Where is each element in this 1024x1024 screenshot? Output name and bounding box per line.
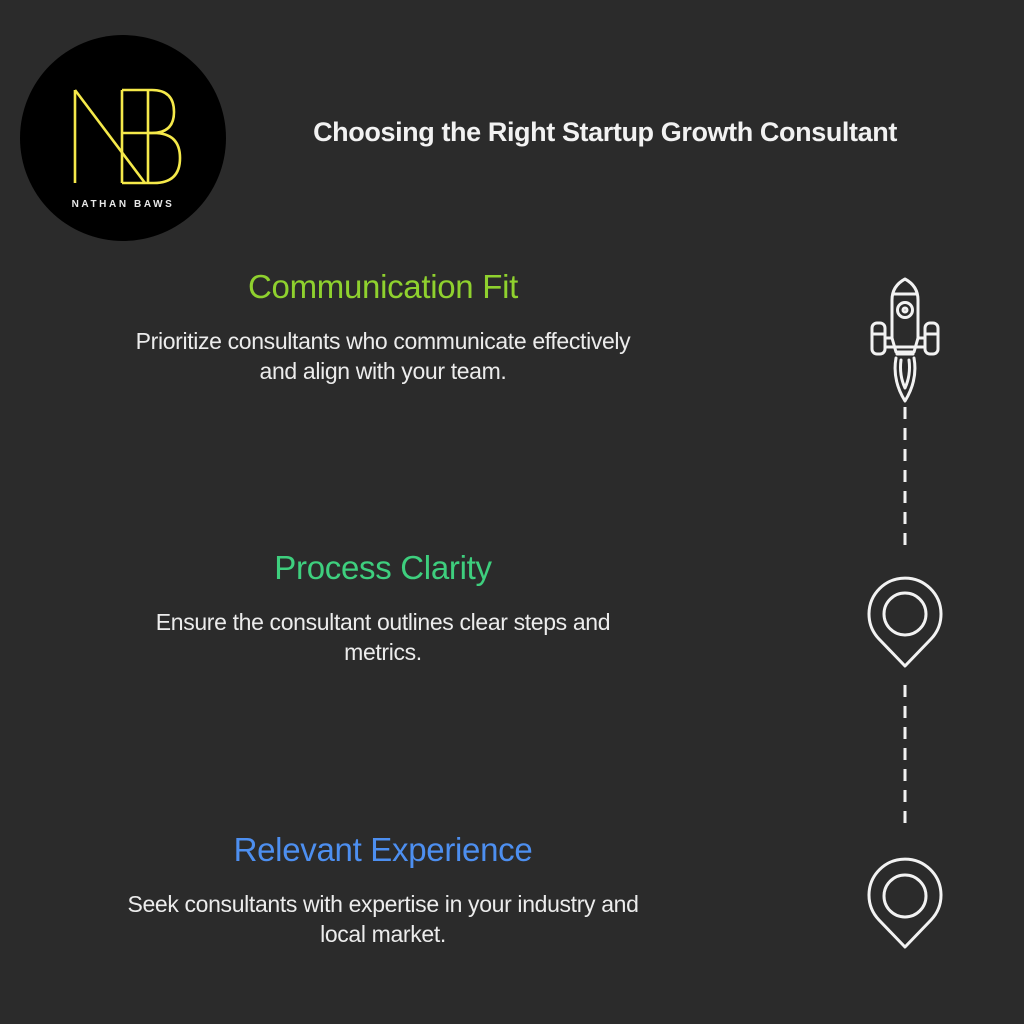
description-line: and align with your team.	[259, 358, 507, 384]
section-heading: Relevant Experience	[233, 831, 533, 868]
section-heading: Communication Fit	[248, 268, 518, 305]
section-heading: Process Clarity	[274, 549, 492, 586]
section-description: Ensure the consultant outlines clear ste…	[40, 607, 726, 667]
section-communication-fit: Communication Fit Prioritize consultants…	[40, 267, 726, 386]
brand-name: NATHAN BAWS	[71, 199, 175, 210]
section-description: Prioritize consultants who communicate e…	[40, 326, 726, 386]
page-title: Choosing the Right Startup Growth Consul…	[313, 117, 897, 147]
description-line: local market.	[320, 921, 446, 947]
rocket-icon	[870, 277, 940, 403]
brand-logo: NATHAN BAWS	[20, 35, 226, 241]
description-line: Seek consultants with expertise in your …	[127, 891, 639, 917]
section-process-clarity: Process Clarity Ensure the consultant ou…	[40, 548, 726, 667]
section-relevant-experience: Relevant Experience Seek consultants wit…	[40, 830, 726, 949]
nb-monogram-icon	[73, 88, 182, 185]
map-pin-icon	[867, 576, 943, 668]
map-pin-icon	[867, 857, 943, 949]
section-description: Seek consultants with expertise in your …	[40, 889, 726, 949]
description-line: metrics.	[344, 639, 422, 665]
description-line: Ensure the consultant outlines clear ste…	[155, 609, 611, 635]
description-line: Prioritize consultants who communicate e…	[135, 328, 631, 354]
